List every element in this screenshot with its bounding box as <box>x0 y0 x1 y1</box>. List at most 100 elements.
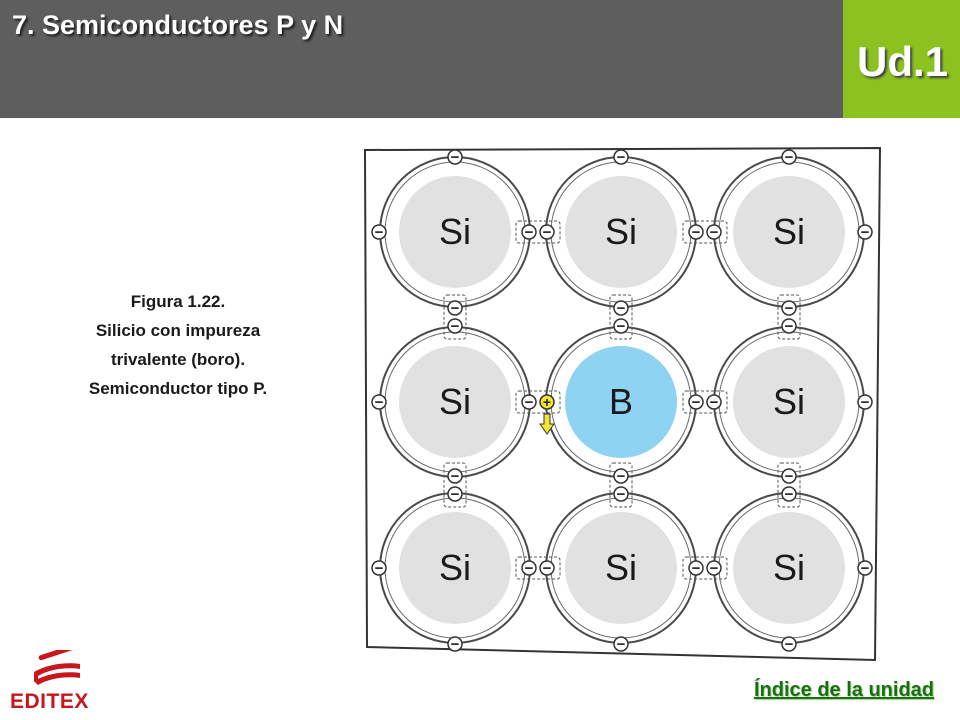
electron <box>539 224 555 240</box>
electron <box>521 560 537 576</box>
electron <box>781 468 797 484</box>
silicon-nucleus <box>733 512 845 624</box>
covalent-bond <box>682 220 728 244</box>
electron-sign: − <box>375 224 384 241</box>
electron <box>706 560 722 576</box>
slide-title: 7. Semiconductores P y N <box>12 10 344 40</box>
electron <box>447 636 463 652</box>
covalent-bond <box>609 462 633 508</box>
covalent-bond <box>609 294 633 340</box>
lattice-frame <box>363 146 882 662</box>
electron-sign: − <box>692 394 701 411</box>
editex-logo: EDITEX <box>10 650 89 712</box>
silicon-label: Si <box>439 381 471 422</box>
electron-sign: − <box>861 394 870 411</box>
covalent-bond <box>515 220 561 244</box>
electron <box>857 224 873 240</box>
electron <box>371 394 387 410</box>
electron <box>781 318 797 334</box>
electron-sign: − <box>861 224 870 241</box>
electron <box>371 224 387 240</box>
electron <box>781 636 797 652</box>
electron-sign: − <box>861 560 870 577</box>
electron-sign: − <box>617 300 626 317</box>
electron <box>781 486 797 502</box>
silicon-nucleus <box>733 176 845 288</box>
hole <box>539 394 555 410</box>
electron-sign: − <box>617 318 626 335</box>
electron-sign: − <box>710 394 719 411</box>
index-link[interactable]: Índice de la unidad <box>753 679 934 701</box>
unit-label: Ud.1 <box>856 38 948 85</box>
covalent-bond <box>777 462 801 508</box>
electron <box>781 300 797 316</box>
caption-line-1: Figura 1.22. <box>130 292 226 311</box>
electron-sign: − <box>375 394 384 411</box>
electron <box>613 486 629 502</box>
silicon-nucleus <box>399 346 511 458</box>
electron <box>857 394 873 410</box>
electron-sign: − <box>543 224 552 241</box>
electron-sign: − <box>785 468 794 485</box>
electron-sign: − <box>451 486 460 503</box>
electron <box>521 224 537 240</box>
electron-sign: − <box>785 149 794 166</box>
electron-sign: − <box>710 560 719 577</box>
header-bar: 7. Semiconductores P y N <box>0 0 843 118</box>
silicon-label: Si <box>439 547 471 588</box>
electron-sign: − <box>617 468 626 485</box>
electron <box>447 300 463 316</box>
covalent-bond <box>682 390 728 414</box>
logo-text: EDITEX <box>10 690 89 712</box>
electron <box>539 560 555 576</box>
boron-nucleus <box>565 346 677 458</box>
electron-sign: − <box>785 486 794 503</box>
electron-sign: − <box>617 636 626 653</box>
silicon-nucleus <box>565 512 677 624</box>
electron-sign: − <box>710 224 719 241</box>
silicon-label: Si <box>773 381 805 422</box>
silicon-label: Si <box>773 547 805 588</box>
electron <box>688 560 704 576</box>
covalent-bond <box>682 556 728 580</box>
unit-badge: Ud.1 <box>843 0 960 118</box>
electron-sign: − <box>543 560 552 577</box>
boron-label: B <box>609 381 633 422</box>
electron-sign: − <box>617 486 626 503</box>
electron-sign: − <box>692 560 701 577</box>
caption-line-3: trivalente (boro). <box>110 350 246 369</box>
electron-sign: − <box>785 300 794 317</box>
electron <box>447 318 463 334</box>
electron-sign: − <box>451 468 460 485</box>
electron <box>688 394 704 410</box>
silicon-label: Si <box>605 547 637 588</box>
caption-line-4: Semiconductor tipo P. <box>88 379 268 398</box>
electron-sign: − <box>617 149 626 166</box>
hole-arrow <box>539 413 555 435</box>
electron-sign: − <box>692 224 701 241</box>
silicon-label: Si <box>605 211 637 252</box>
electron <box>521 394 537 410</box>
electron-sign: − <box>525 394 534 411</box>
electron <box>447 468 463 484</box>
electron <box>613 149 629 165</box>
hole-sign: + <box>543 394 551 410</box>
electron <box>447 486 463 502</box>
silicon-nucleus <box>399 176 511 288</box>
electron-sign: − <box>525 224 534 241</box>
covalent-bond <box>515 390 561 414</box>
electron <box>706 224 722 240</box>
silicon-nucleus <box>565 176 677 288</box>
electron-sign: − <box>785 636 794 653</box>
electron <box>781 149 797 165</box>
covalent-bond <box>777 294 801 340</box>
electron-sign: − <box>525 560 534 577</box>
electron <box>613 636 629 652</box>
silicon-nucleus <box>733 346 845 458</box>
silicon-nucleus <box>399 512 511 624</box>
electron <box>371 560 387 576</box>
electron-sign: − <box>451 149 460 166</box>
electron <box>857 560 873 576</box>
electron <box>613 468 629 484</box>
